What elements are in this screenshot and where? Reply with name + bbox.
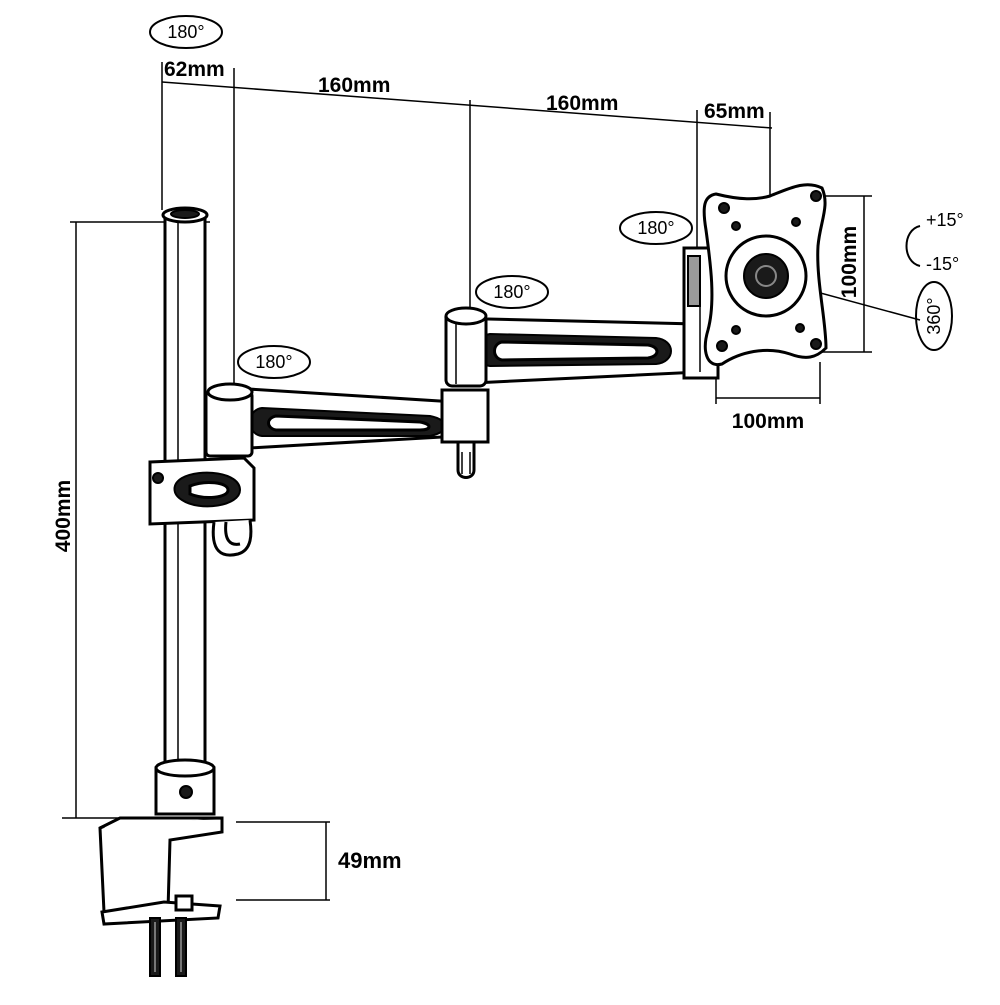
tilt-up-label: +15°	[926, 210, 964, 230]
tilt-arc-icon	[905, 225, 921, 267]
first-arm	[204, 382, 490, 479]
dimension-49mm: 49mm	[338, 848, 402, 873]
pole-bracket	[148, 456, 256, 557]
dimension-160mm-b: 160mm	[546, 92, 618, 115]
rotation-head: 180°	[637, 218, 674, 238]
rotation-joint-2: 180°	[493, 282, 530, 302]
dimension-vesa-height: 100mm	[838, 226, 861, 298]
dimension-400mm: 400mm	[52, 480, 75, 552]
desk-clamp	[98, 816, 224, 977]
rotation-plate: 360°	[924, 297, 944, 334]
rotation-pole-top: 180°	[167, 22, 204, 42]
vesa-plate	[702, 183, 828, 367]
dimension-160mm-a: 160mm	[318, 74, 390, 97]
rotation-badges	[149, 15, 953, 379]
dimension-62mm: 62mm	[164, 58, 225, 81]
second-arm	[444, 306, 702, 388]
dimension-vesa-width: 100mm	[732, 410, 804, 433]
dimension-65mm: 65mm	[704, 100, 765, 123]
rotation-joint-1: 180°	[255, 352, 292, 372]
tilt-down-label: -15°	[926, 254, 959, 274]
